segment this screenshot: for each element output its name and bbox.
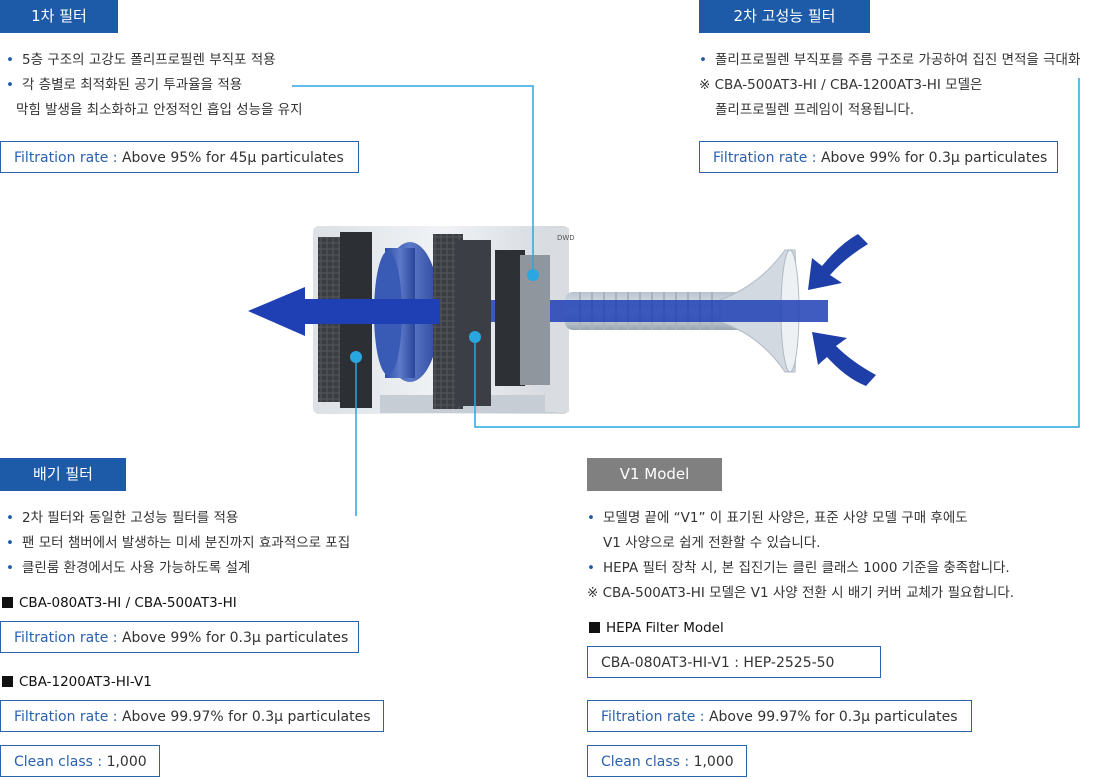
bullet-icon: • xyxy=(587,560,595,576)
hepa-model-box: CBA-080AT3-HI-V1 : HEP-2525-50 xyxy=(587,646,881,678)
list-item: •5층 구조의 고강도 폴리프로필렌 부직포 적용 xyxy=(6,48,303,73)
exhaust-rate-a-box: Filtration rate : Above 99% for 0.3μ par… xyxy=(0,621,359,653)
filter1-bullets: •5층 구조의 고강도 폴리프로필렌 부직포 적용 •각 층별로 최적화된 공기… xyxy=(6,48,303,123)
list-item: •각 층별로 최적화된 공기 투과율을 적용 xyxy=(6,73,303,98)
exhaust-rate-b-box: Filtration rate : Above 99.97% for 0.3μ … xyxy=(0,700,384,732)
exhaust-model-a-heading: CBA-080AT3-HI / CBA-500AT3-HI xyxy=(2,595,237,611)
exhaust-clean-class-box: Clean class : 1,000 xyxy=(0,745,160,777)
note: ※ CBA-500AT3-HI / CBA-1200AT3-HI 모델은 xyxy=(699,77,983,93)
v1-tag: V1 Model xyxy=(587,458,722,491)
intake-arrow-bottom-icon xyxy=(812,332,876,386)
hepa-heading: HEPA Filter Model xyxy=(589,620,724,636)
list-item: •팬 모터 챔버에서 발생하는 미세 분진까지 효과적으로 포집 xyxy=(6,531,350,556)
note: ※ CBA-500AT3-HI 모델은 V1 사양 전환 시 배기 커버 교체가… xyxy=(587,585,1015,601)
list-item-continuation: V1 사양으로 쉽게 전환할 수 있습니다. xyxy=(603,535,821,551)
callout-dot-filter2 xyxy=(469,331,481,343)
note-continuation: 폴리프로필렌 프레임이 적용됩니다. xyxy=(715,102,915,118)
filter1-rate-box: Filtration rate : Above 95% for 45μ part… xyxy=(0,141,359,173)
bullet-icon: • xyxy=(699,52,707,68)
bullet-icon: • xyxy=(587,510,595,526)
v1-clean-class-box: Clean class : 1,000 xyxy=(587,745,747,777)
exhaust-arrow-icon xyxy=(248,287,440,336)
bullet-icon: • xyxy=(6,510,14,526)
first-filter-illustration xyxy=(495,250,550,386)
callout-dot-filter1 xyxy=(527,269,539,281)
v1-rate-box: Filtration rate : Above 99.97% for 0.3μ … xyxy=(587,700,972,732)
bullet-icon: • xyxy=(6,52,14,68)
square-icon xyxy=(2,676,13,687)
filter2-rate-box: Filtration rate : Above 99% for 0.3μ par… xyxy=(699,141,1058,173)
filter2-bullets: •폴리프로필렌 부직포를 주름 구조로 가공하여 집진 면적을 극대화 ※ CB… xyxy=(699,48,1080,123)
list-item: •클린룸 환경에서도 사용 가능하도록 설계 xyxy=(6,556,350,581)
bullet-icon: • xyxy=(6,77,14,93)
list-item-continuation: 막힘 발생을 최소화하고 안정적인 흡입 성능을 유지 xyxy=(16,102,303,118)
bullet-icon: • xyxy=(6,535,14,551)
filter2-tag: 2차 고성능 필터 xyxy=(699,0,870,33)
intake-arrow-top-icon xyxy=(808,234,868,290)
square-icon xyxy=(589,622,600,633)
list-item: •2차 필터와 동일한 고성능 필터를 적용 xyxy=(6,506,350,531)
list-item: •모델명 끝에 “V1” 이 표기된 사양은, 표준 사양 모델 구매 후에도 xyxy=(587,506,1014,531)
v1-bullets: •모델명 끝에 “V1” 이 표기된 사양은, 표준 사양 모델 구매 후에도 … xyxy=(587,506,1014,606)
bullet-icon: • xyxy=(6,560,14,576)
callout-dot-exhaust xyxy=(350,351,362,363)
filter1-tag: 1차 필터 xyxy=(0,0,118,33)
exhaust-model-b-heading: CBA-1200AT3-HI-V1 xyxy=(2,674,152,690)
second-filter-illustration xyxy=(433,234,491,409)
callout-lines xyxy=(292,78,1080,516)
list-item: •폴리프로필렌 부직포를 주름 구조로 가공하여 집진 면적을 극대화 xyxy=(699,48,1080,73)
square-icon xyxy=(2,597,13,608)
exhaust-tag: 배기 필터 xyxy=(0,458,126,491)
exhaust-bullets: •2차 필터와 동일한 고성능 필터를 적용 •팬 모터 챔버에서 발생하는 미… xyxy=(6,506,350,581)
brand-mark: DWD xyxy=(557,234,575,242)
list-item: •HEPA 필터 장착 시, 본 집진기는 클린 클래스 1000 기준을 충족… xyxy=(587,556,1014,581)
